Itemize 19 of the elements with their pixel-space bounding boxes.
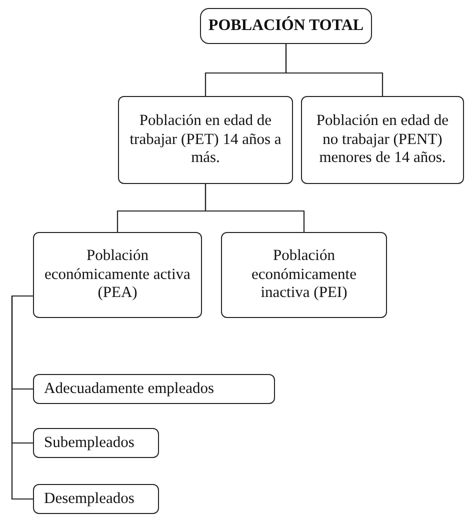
category-box: [118, 96, 293, 184]
node-label: Adecuadamente empleados: [44, 380, 214, 398]
node-label: Población en edad de no trabajar (PENT) menores de 14 años.: [315, 112, 450, 168]
category-box: [33, 232, 202, 318]
category-box: [33, 374, 275, 404]
node-label: Desempleados: [44, 490, 134, 508]
connector-line: [204, 184, 305, 232]
node-label: POBLACIÓN TOTAL: [208, 16, 364, 36]
node-label: Subempleados: [44, 434, 134, 452]
connector-line: [11, 295, 33, 500]
node-label: Población económicamente inactiva (PEI): [250, 247, 358, 303]
node-label: Población económicamente activa (PEA): [44, 247, 192, 303]
title-box: [200, 8, 372, 44]
category-box: [221, 232, 387, 318]
connector-line: [285, 44, 384, 96]
category-box: [33, 428, 159, 458]
category-box: [33, 484, 159, 514]
category-box: [301, 96, 464, 184]
node-label: Población en edad de trabajar (PET) 14 años a más.: [128, 112, 282, 168]
